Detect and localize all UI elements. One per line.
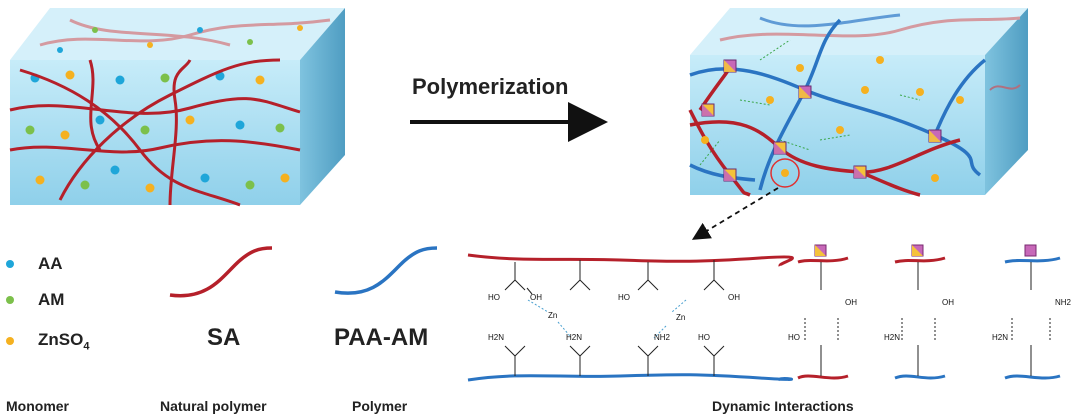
- zn-ion-dot: [796, 64, 804, 72]
- legend-znso4-label: ZnSO4: [38, 330, 89, 352]
- crosslink-square: [853, 165, 867, 179]
- crosslink-points: [701, 59, 942, 182]
- chem-h2n: H2N: [992, 333, 1008, 342]
- chem-nh2: NH2: [1055, 298, 1072, 307]
- polymerization-label: Polymerization: [412, 74, 569, 99]
- paa-am-chain-swatch: [334, 246, 438, 295]
- aa-monomer-dot: [57, 47, 63, 53]
- amide-groups: [504, 345, 725, 376]
- molecular-detail: [467, 244, 1061, 382]
- chem-oh: OH: [728, 293, 740, 302]
- am-monomer-dot: [245, 180, 255, 190]
- am-monomer-dot: [80, 180, 90, 190]
- crosslink-square: [928, 129, 942, 143]
- detail-pointer-arrow: [691, 187, 779, 240]
- am-monomer-dot: [25, 125, 35, 135]
- sa-chain-swatch: [169, 246, 273, 298]
- chem-h2n: H2N: [884, 333, 900, 342]
- callout-circle: [770, 158, 800, 188]
- aa-monomer-dot: [110, 165, 120, 175]
- cube-top-face: [690, 8, 1028, 55]
- zn-ion-dot: [861, 86, 869, 94]
- aa-monomer-dot: [235, 120, 245, 130]
- crosslink-square: [798, 85, 812, 99]
- znso4-dot: [60, 130, 70, 140]
- cube-top-face: [10, 8, 345, 60]
- znso4-dot: [280, 173, 290, 183]
- chem-nh2: NH2: [654, 333, 671, 342]
- sa-label: SA: [207, 324, 241, 351]
- cube-side-face: [300, 8, 345, 205]
- chem-oh: OH: [530, 293, 542, 302]
- zn-ion-dot: [931, 174, 939, 182]
- am-monomer-dot: [247, 39, 253, 45]
- am-monomer-dot: [275, 123, 285, 133]
- bond-pair-3: [1004, 244, 1061, 380]
- chem-oh: OH: [845, 298, 857, 307]
- am-monomer-dot: [160, 73, 170, 83]
- chem-h2n: H2N: [566, 333, 582, 342]
- legend-znso4-text: ZnSO: [38, 330, 84, 349]
- chem-zn: Zn: [548, 311, 557, 320]
- crosslink-square: [701, 103, 715, 117]
- zn-coordination: [527, 299, 687, 339]
- crosslink-square: [723, 168, 737, 182]
- sa-chains: [9, 58, 301, 207]
- znso4-dot: [297, 25, 303, 31]
- zn-ion-dot: [836, 126, 844, 134]
- znso4-dot: [255, 75, 265, 85]
- category-natural-polymer: Natural polymer: [160, 398, 267, 414]
- aa-monomer-dot: [115, 75, 125, 85]
- znso4-dot: [147, 42, 153, 48]
- zn-ion-dot: [956, 96, 964, 104]
- legend-znso4-sub: 4: [83, 340, 90, 353]
- aa-monomer-dot: [95, 115, 105, 125]
- zn-ion-dot: [781, 169, 789, 177]
- chem-ho: HO: [698, 333, 710, 342]
- chem-labels: HO OH Zn H2N HO Zn HO OH H2N NH2 OH HO O…: [488, 293, 1072, 342]
- carboxyl-groups: [504, 260, 725, 295]
- cube-side-face: [985, 8, 1028, 195]
- am-monomer-dot: [92, 27, 98, 33]
- legend-znso4-dot: [6, 337, 14, 345]
- legend-am-dot: [6, 296, 14, 304]
- bond-pair-1: [797, 244, 849, 380]
- aa-monomer-dot: [200, 173, 210, 183]
- zn-ion-dots: [701, 56, 964, 182]
- chem-ho: HO: [618, 293, 630, 302]
- am-monomer-dot: [140, 125, 150, 135]
- legend-markers: [6, 260, 14, 345]
- legend-aa-dot: [6, 260, 14, 268]
- chem-zn: Zn: [676, 313, 685, 322]
- crosslink-square: [773, 141, 787, 155]
- hydrogel-cube: [688, 8, 1028, 197]
- zn-ion-dot: [701, 136, 709, 144]
- znso4-dot: [185, 115, 195, 125]
- znso4-dot: [65, 70, 75, 80]
- crosslink-square: [723, 59, 737, 73]
- chem-oh: OH: [942, 298, 954, 307]
- chem-h2n: H2N: [488, 333, 504, 342]
- chem-ho: HO: [488, 293, 500, 302]
- legend-aa-label: AA: [38, 254, 63, 273]
- paa-am-label: PAA-AM: [334, 324, 429, 351]
- aa-monomer-dot: [197, 27, 203, 33]
- zn-ion-dot: [916, 88, 924, 96]
- znso4-dot: [35, 175, 45, 185]
- legend-am-label: AM: [38, 290, 65, 309]
- category-monomer: Monomer: [6, 398, 69, 414]
- zn-ion-dot: [876, 56, 884, 64]
- category-dynamic-interactions: Dynamic Interactions: [712, 398, 854, 414]
- category-polymer: Polymer: [352, 398, 408, 414]
- bond-pair-2: [894, 244, 946, 380]
- monomer-cube: [9, 8, 345, 207]
- zn-ion-dot: [766, 96, 774, 104]
- znso4-dot: [145, 183, 155, 193]
- chem-ho: HO: [788, 333, 800, 342]
